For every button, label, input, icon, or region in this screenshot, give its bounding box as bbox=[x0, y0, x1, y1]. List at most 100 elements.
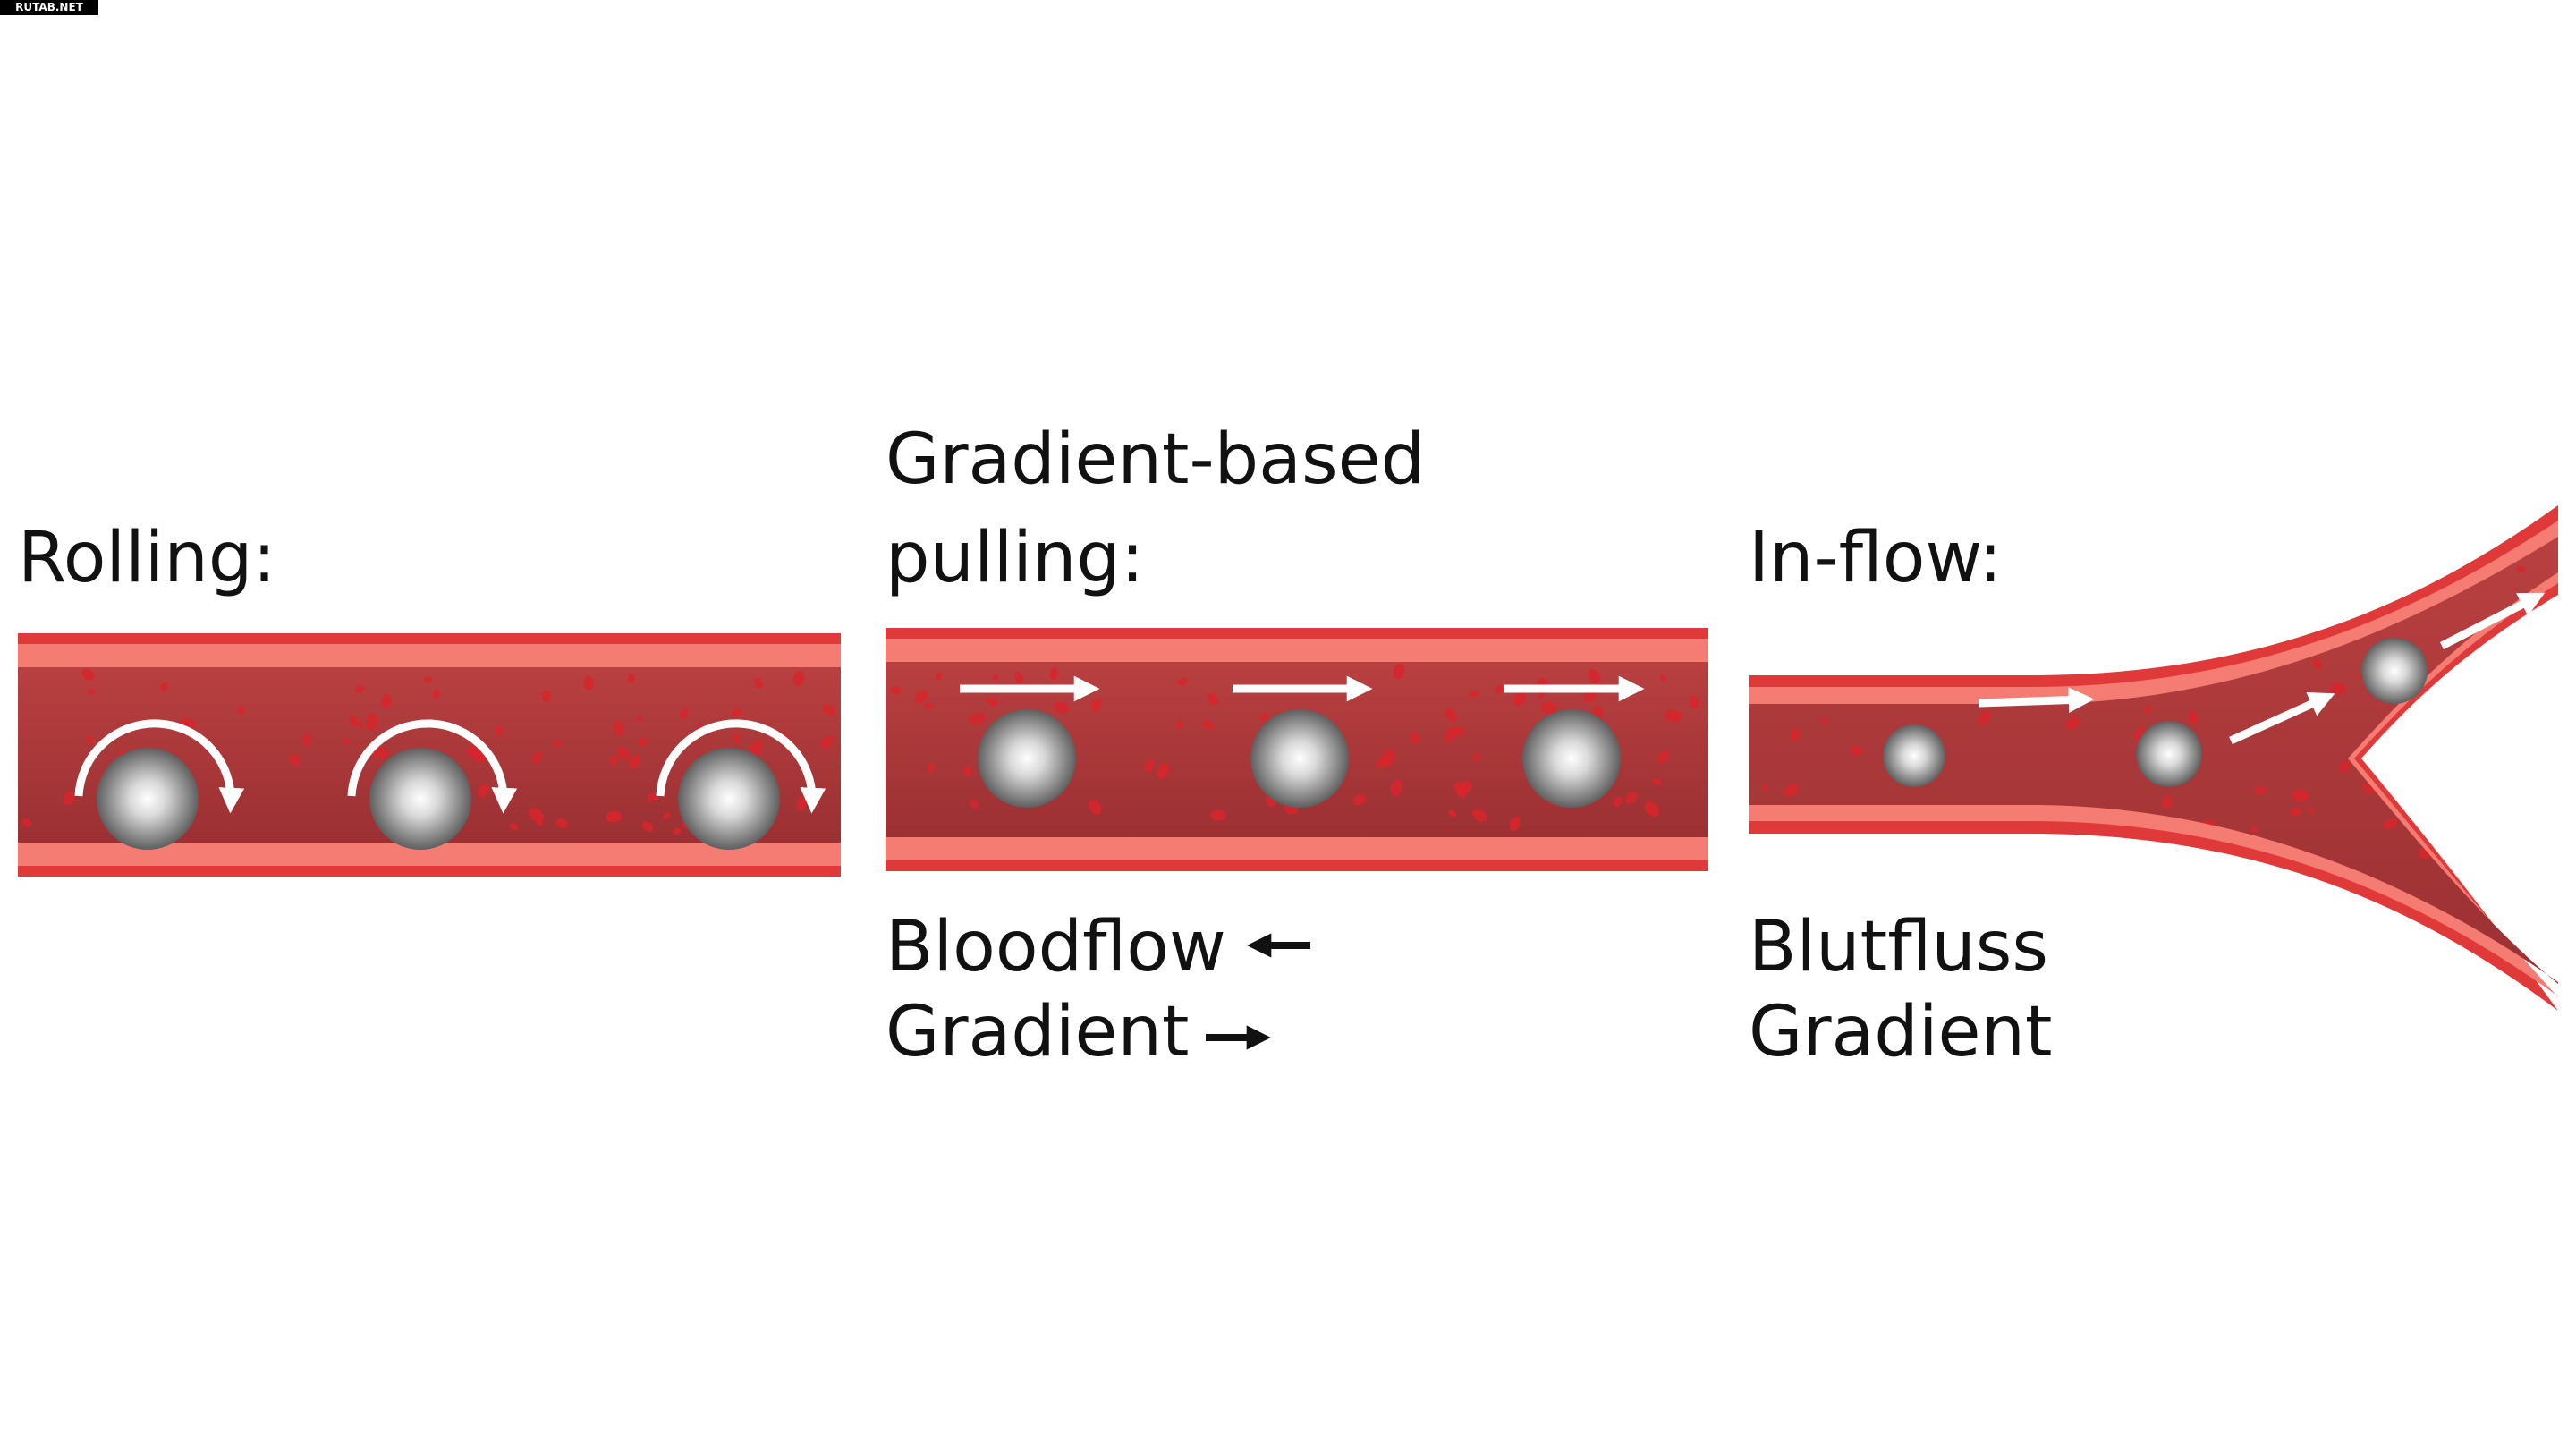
red-blood-cell bbox=[1157, 763, 1170, 779]
red-blood-cell bbox=[970, 800, 979, 809]
red-blood-cell bbox=[85, 736, 94, 743]
red-blood-cell bbox=[1175, 720, 1183, 729]
red-blood-cell bbox=[1614, 796, 1623, 807]
nanoparticle bbox=[978, 709, 1076, 808]
red-blood-cell bbox=[969, 712, 986, 725]
red-blood-cell bbox=[1689, 695, 1699, 709]
red-blood-cell bbox=[1625, 792, 1638, 805]
red-blood-cell bbox=[2339, 760, 2351, 774]
red-blood-cell bbox=[1206, 693, 1219, 706]
red-blood-cell bbox=[528, 808, 544, 822]
red-blood-cell bbox=[2109, 656, 2116, 665]
red-blood-cell bbox=[1943, 640, 1957, 653]
red-blood-cell bbox=[1968, 835, 1981, 843]
red-blood-cell bbox=[822, 704, 835, 716]
red-blood-cell bbox=[2190, 921, 2203, 938]
vessel-wall-inner bbox=[18, 644, 841, 669]
red-blood-cell bbox=[1453, 782, 1467, 792]
red-blood-cell bbox=[2144, 705, 2151, 715]
red-blood-cell bbox=[2416, 538, 2431, 554]
red-blood-cell bbox=[2065, 716, 2080, 730]
red-blood-cell bbox=[662, 812, 671, 819]
red-blood-cell bbox=[1758, 629, 1764, 638]
red-blood-cell bbox=[1177, 677, 1188, 686]
red-blood-cell bbox=[2477, 699, 2488, 708]
red-blood-cell bbox=[1091, 698, 1102, 712]
rotation-arrow bbox=[74, 719, 245, 814]
red-blood-cell bbox=[302, 733, 312, 747]
red-blood-cell bbox=[349, 714, 358, 726]
red-blood-cell bbox=[616, 747, 631, 760]
red-blood-cell bbox=[432, 689, 440, 699]
red-blood-cell bbox=[63, 792, 75, 805]
nanoparticle bbox=[1522, 709, 1621, 808]
red-blood-cell bbox=[1053, 701, 1069, 714]
vessel-rolling bbox=[18, 633, 841, 877]
red-blood-cell bbox=[2347, 949, 2358, 963]
red-blood-cell bbox=[1014, 671, 1024, 684]
red-blood-cell bbox=[1644, 801, 1659, 818]
red-blood-cell bbox=[924, 703, 934, 710]
panel-inflow-title: In-flow: bbox=[1749, 518, 2003, 598]
red-blood-cell bbox=[2281, 579, 2290, 587]
red-blood-cell bbox=[1652, 778, 1662, 785]
red-blood-cell bbox=[629, 754, 640, 769]
red-blood-cell bbox=[381, 693, 392, 708]
red-blood-cell bbox=[673, 827, 682, 835]
red-blood-cell bbox=[1445, 708, 1457, 723]
panel-pulling-title-line1: Gradient-based bbox=[886, 419, 1426, 500]
red-blood-cell bbox=[1792, 869, 1802, 879]
red-blood-cell bbox=[1202, 720, 1214, 730]
legend-gradient-label-2: Gradient bbox=[1749, 992, 2053, 1072]
red-blood-cell bbox=[927, 763, 935, 773]
nanoparticle bbox=[678, 748, 780, 850]
rotation-arrow bbox=[347, 719, 518, 814]
red-blood-cell bbox=[1258, 713, 1269, 721]
red-blood-cell bbox=[2294, 551, 2309, 563]
red-blood-cell bbox=[2307, 807, 2314, 814]
red-blood-cell bbox=[1821, 716, 1828, 725]
vessel-in-flow bbox=[1749, 505, 2558, 1011]
red-blood-cell bbox=[343, 738, 351, 745]
legend-arrows bbox=[1206, 933, 1310, 1050]
vessel-wall-inner bbox=[886, 639, 1708, 664]
red-blood-cell bbox=[1390, 779, 1403, 796]
red-blood-cell bbox=[541, 690, 551, 703]
red-blood-cell bbox=[2329, 682, 2346, 695]
nanoparticle bbox=[1883, 724, 1945, 787]
red-blood-cell bbox=[1850, 746, 1863, 756]
red-blood-cell bbox=[1784, 784, 1799, 797]
red-blood-cell bbox=[2383, 818, 2397, 830]
red-blood-cell bbox=[1472, 809, 1487, 822]
red-blood-cell bbox=[1537, 692, 1545, 700]
red-blood-cell bbox=[1049, 667, 1059, 681]
red-blood-cell bbox=[2519, 828, 2533, 841]
red-blood-cell bbox=[1495, 684, 1504, 695]
red-blood-cell bbox=[731, 708, 742, 716]
red-blood-cell bbox=[288, 754, 301, 767]
legend-bloodflow-label: Bloodflow bbox=[886, 907, 1226, 987]
legend-blutfluss-label: Blutfluss bbox=[1749, 907, 2049, 987]
red-blood-cell bbox=[627, 673, 635, 684]
nanoparticle bbox=[2361, 638, 2428, 704]
red-blood-cell bbox=[2118, 900, 2132, 918]
vessel-gradient-pulling bbox=[886, 628, 1708, 871]
red-blood-cell bbox=[820, 736, 834, 749]
red-blood-cell bbox=[354, 685, 365, 693]
red-blood-cell bbox=[936, 672, 942, 681]
red-blood-cell bbox=[1393, 664, 1405, 680]
red-blood-cell bbox=[2005, 662, 2012, 671]
red-blood-cell bbox=[2312, 657, 2323, 669]
red-blood-cell bbox=[2122, 970, 2131, 984]
red-blood-cell bbox=[2293, 623, 2301, 630]
red-blood-cell bbox=[2504, 841, 2512, 851]
red-blood-cell bbox=[1844, 630, 1854, 641]
red-blood-cell bbox=[679, 708, 690, 719]
red-blood-cell bbox=[1762, 783, 1767, 791]
red-blood-cell bbox=[1470, 691, 1479, 698]
red-blood-cell bbox=[987, 697, 998, 707]
red-blood-cell bbox=[2254, 786, 2267, 795]
red-blood-cell bbox=[2301, 962, 2318, 977]
nanoparticle bbox=[2136, 721, 2202, 787]
